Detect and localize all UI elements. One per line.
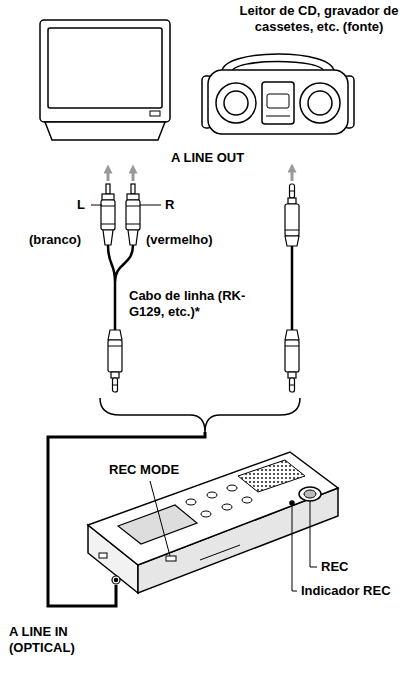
channel-label: L (76, 197, 86, 213)
md-recorder-drawing (88, 452, 338, 593)
color-label: (vermelho) (145, 232, 213, 248)
direction-arrows (108, 168, 292, 181)
part-label: REC (320, 559, 349, 575)
jack-label: A LINE OUT (170, 150, 245, 166)
source-label: Leitor de CD, gravador de cassetes, etc.… (236, 3, 402, 35)
leader-lines (150, 481, 317, 591)
boombox-drawing (202, 54, 354, 134)
jack-label: A LINE IN (OPTICAL) (8, 624, 100, 656)
cable-label: Cabo de linha (RK-G129, etc.)* (128, 288, 255, 320)
color-label: (branco) (28, 232, 82, 248)
channel-label: R (164, 197, 175, 213)
mini-cable (285, 184, 299, 392)
part-label: Indicador REC (300, 583, 392, 599)
part-label: REC MODE (108, 462, 180, 478)
monitor-drawing (40, 20, 170, 140)
